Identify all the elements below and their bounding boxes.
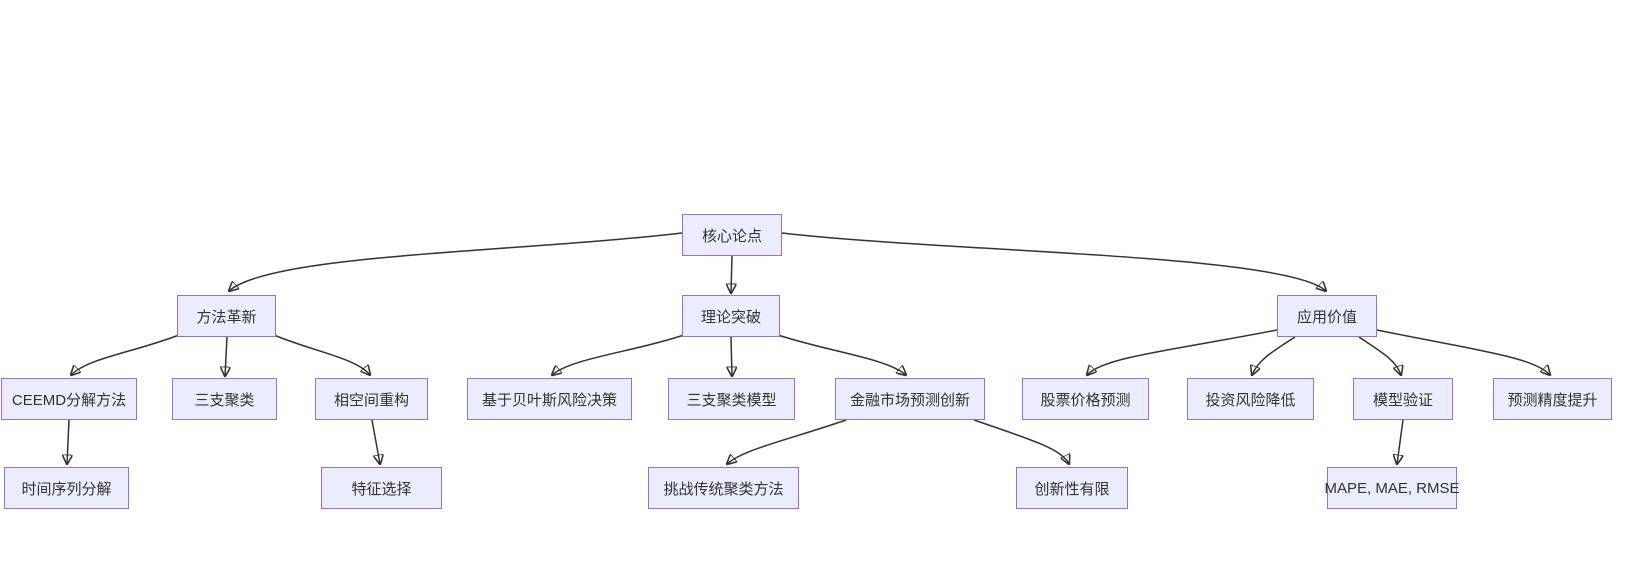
node-bayes-risk-decision: 基于贝叶斯风险决策: [467, 378, 632, 420]
node-theory: 理论突破: [682, 295, 780, 337]
node-model-validation: 模型验证: [1353, 378, 1453, 420]
edge-finmarket-limited: [973, 419, 1069, 464]
node-ts-decomposition: 时间序列分解: [4, 467, 129, 509]
edge-application-risk: [1252, 336, 1296, 375]
edge-application-accuracy: [1376, 329, 1550, 375]
node-phase-space: 相空间重构: [315, 378, 428, 420]
edge-validation-metrics: [1397, 419, 1404, 464]
edge-method-threeway: [225, 336, 227, 376]
edge-method-phasespace: [273, 334, 370, 375]
edge-theory-bayes: [552, 334, 685, 375]
node-application: 应用价值: [1277, 295, 1377, 337]
edge-application-stock: [1087, 329, 1278, 375]
edge-ceemd-tsdecomp: [67, 419, 69, 464]
node-stock-price-forecast: 股票价格预测: [1022, 378, 1149, 420]
node-twc-model: 三支聚类模型: [668, 378, 795, 420]
node-feature-selection: 特征选择: [321, 467, 442, 509]
node-core: 核心论点: [682, 214, 782, 256]
edge-phasespace-feature: [371, 419, 380, 464]
node-risk-reduction: 投资风险降低: [1187, 378, 1314, 420]
node-fin-market-innovation: 金融市场预测创新: [835, 378, 985, 420]
edge-method-ceemd: [71, 334, 180, 375]
node-ceemd: CEEMD分解方法: [1, 378, 137, 420]
edge-core-theory: [731, 255, 732, 293]
edge-theory-twcmodel: [731, 336, 732, 376]
edge-core-application: [781, 232, 1326, 291]
node-three-way-clustering: 三支聚类: [172, 378, 277, 420]
edge-core-method: [229, 232, 683, 291]
node-limited-innovation: 创新性有限: [1016, 467, 1128, 509]
node-method: 方法革新: [177, 295, 276, 337]
node-accuracy-improvement: 预测精度提升: [1493, 378, 1612, 420]
edge-application-validation: [1358, 336, 1401, 375]
edge-theory-finmarket: [777, 334, 906, 375]
node-challenge-clustering: 挑战传统聚类方法: [648, 467, 799, 509]
edge-finmarket-challenge: [727, 419, 847, 464]
node-metrics: MAPE, MAE, RMSE: [1324, 467, 1460, 509]
